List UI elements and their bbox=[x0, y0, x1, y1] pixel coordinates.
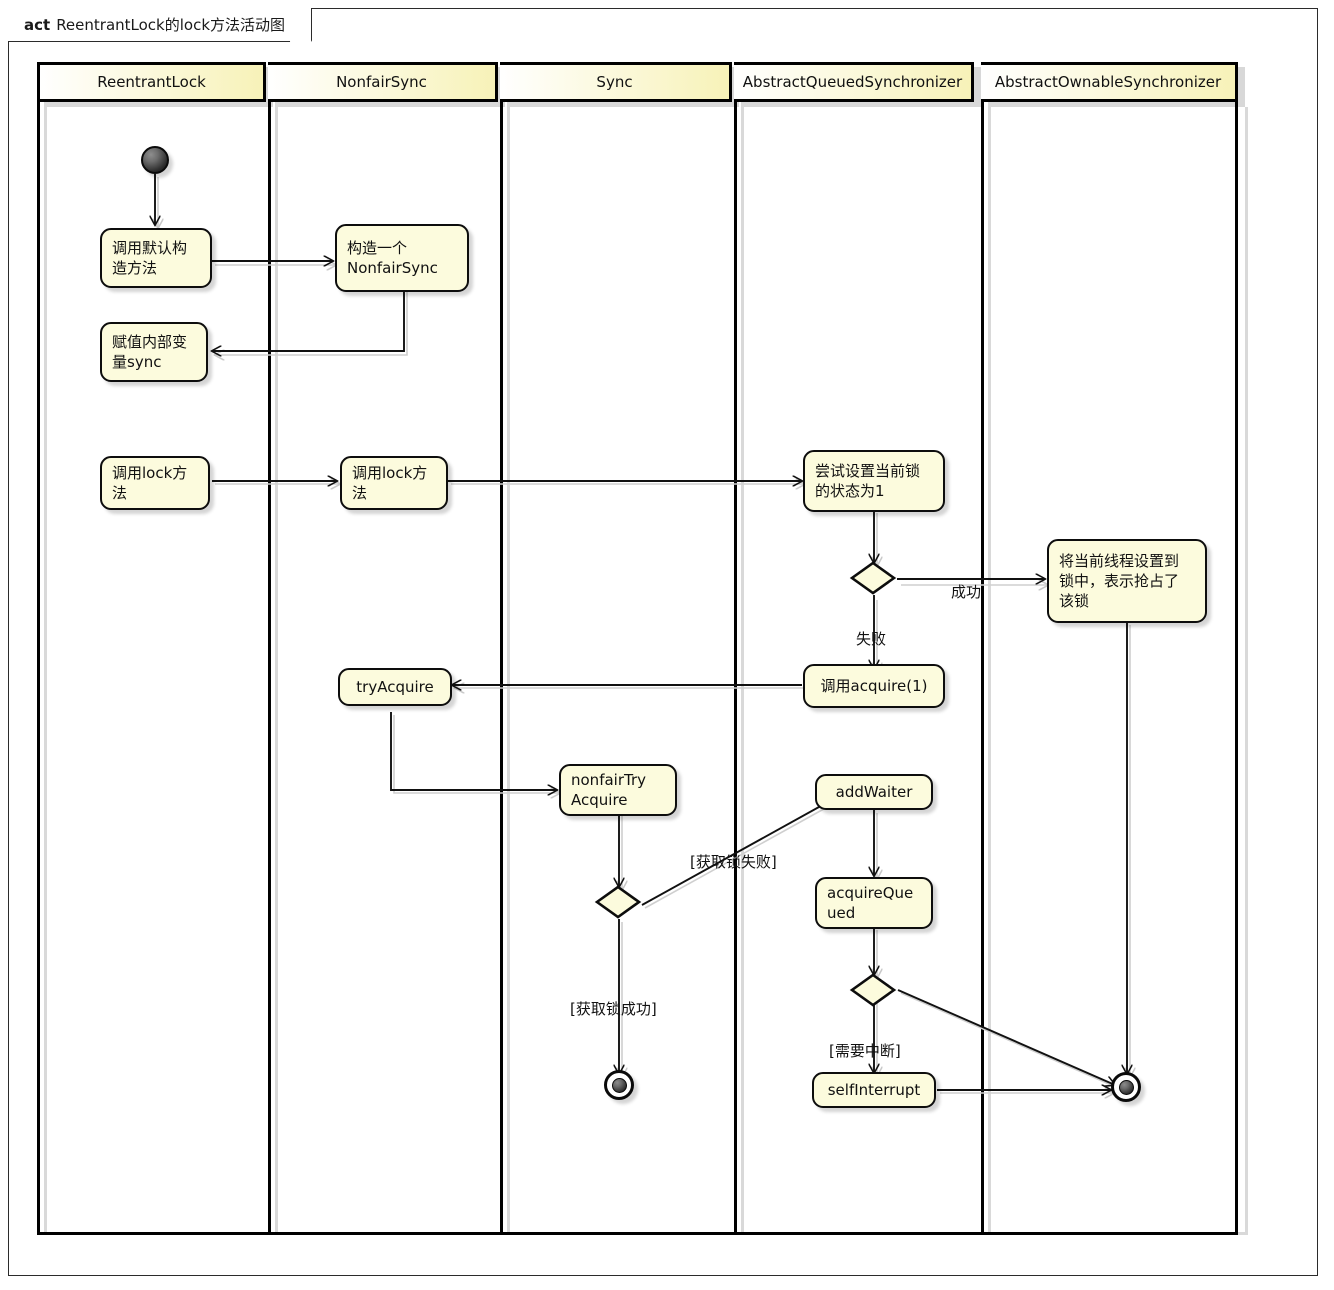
swimlane-container: ReentrantLock NonfairSync Sync AbstractQ… bbox=[37, 62, 1248, 1235]
diagram-frame-title-tab: act ReentrantLock的lock方法活动图 bbox=[8, 7, 313, 42]
edge-label-success: 成功 bbox=[951, 583, 982, 601]
lane-label-reentrantlock: ReentrantLock bbox=[97, 73, 206, 91]
activity-default-ctor[interactable]: 调用默认构造方法 bbox=[100, 228, 212, 288]
decision-node-nonfair-try bbox=[594, 885, 642, 919]
lane-header-sync[interactable]: Sync bbox=[500, 62, 732, 102]
activity-try-acquire[interactable]: tryAcquire bbox=[338, 668, 452, 706]
end-node-inner bbox=[1118, 1079, 1134, 1095]
activity-self-interrupt[interactable]: selfInterrupt bbox=[812, 1072, 936, 1108]
activity-assign-sync[interactable]: 赋值内部变量sync bbox=[100, 322, 208, 382]
lane-header-aqs[interactable]: AbstractQueuedSynchronizer bbox=[734, 62, 974, 102]
activity-lock-nonfairsync[interactable]: 调用lock方法 bbox=[340, 456, 448, 510]
activity-label: tryAcquire bbox=[356, 677, 434, 696]
end-node-aos bbox=[1111, 1072, 1141, 1102]
lane-divider-0 bbox=[37, 102, 40, 1235]
frame-keyword: act bbox=[24, 15, 51, 34]
lane-label-aqs: AbstractQueuedSynchronizer bbox=[742, 73, 963, 91]
lane-divider-4 bbox=[981, 102, 984, 1235]
lane-label-nonfairsync: NonfairSync bbox=[336, 73, 427, 91]
activity-label: 调用acquire(1) bbox=[820, 676, 928, 695]
decision-node-lock-state bbox=[849, 561, 897, 595]
frame-title: ReentrantLock的lock方法活动图 bbox=[56, 16, 286, 34]
edge-label-failure: 失败 bbox=[856, 630, 887, 648]
activity-label: addWaiter bbox=[835, 782, 913, 801]
edge-label-need-interrupt: [需要中断] bbox=[829, 1042, 901, 1060]
activity-label: 赋值内部变量sync bbox=[112, 332, 188, 371]
lane-bottom-border bbox=[37, 1232, 1238, 1235]
end-node-sync bbox=[604, 1070, 634, 1100]
activity-call-acquire[interactable]: 调用acquire(1) bbox=[803, 664, 945, 708]
activity-label: selfInterrupt bbox=[827, 1080, 921, 1099]
lane-divider-2 bbox=[500, 102, 503, 1235]
edge-label-acquire-success: [获取锁成功] bbox=[570, 1000, 657, 1018]
activity-label: 调用lock方法 bbox=[112, 463, 188, 502]
edge-label-acquire-failed: [获取锁失败] bbox=[690, 853, 777, 871]
lane-header-reentrantlock[interactable]: ReentrantLock bbox=[37, 62, 266, 102]
activity-label: 调用lock方法 bbox=[352, 463, 428, 502]
lane-label-sync: Sync bbox=[596, 73, 633, 91]
lane-label-aos: AbstractOwnableSynchronizer bbox=[994, 73, 1222, 91]
activity-set-owner-thread[interactable]: 将当前线程设置到锁中，表示抢占了该锁 bbox=[1047, 539, 1207, 623]
lane-header-aos[interactable]: AbstractOwnableSynchronizer bbox=[981, 62, 1238, 102]
lane-header-nonfairsync[interactable]: NonfairSync bbox=[268, 62, 498, 102]
end-node-inner bbox=[611, 1077, 627, 1093]
frame-tab-corner bbox=[290, 7, 313, 42]
decision-node-interrupt bbox=[849, 973, 897, 1007]
activity-label: 尝试设置当前锁的状态为1 bbox=[815, 461, 921, 500]
activity-add-waiter[interactable]: addWaiter bbox=[815, 774, 933, 810]
start-node bbox=[141, 146, 169, 174]
activity-label: 将当前线程设置到锁中，表示抢占了该锁 bbox=[1059, 551, 1180, 611]
lane-divider-1 bbox=[268, 102, 271, 1235]
activity-try-set-state[interactable]: 尝试设置当前锁的状态为1 bbox=[803, 450, 945, 512]
lane-divider-3 bbox=[734, 102, 737, 1235]
activity-lock-reentrantlock[interactable]: 调用lock方法 bbox=[100, 456, 210, 510]
lane-divider-5 bbox=[1235, 102, 1238, 1235]
activity-label: 调用默认构造方法 bbox=[112, 238, 188, 277]
